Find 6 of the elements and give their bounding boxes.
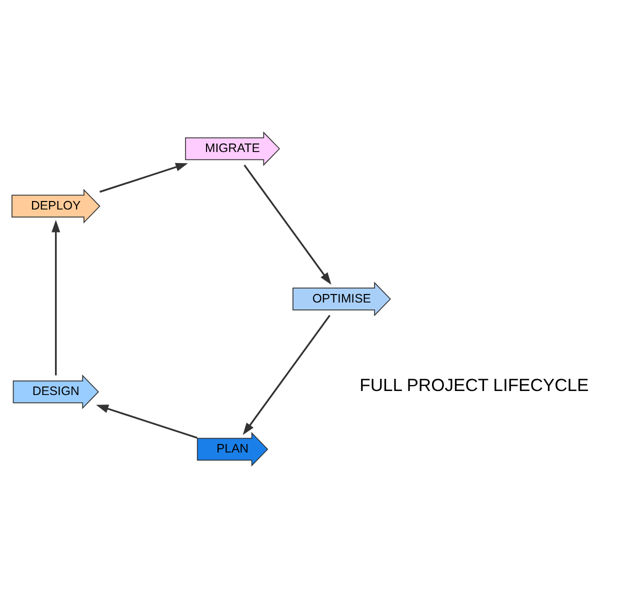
arrow	[99, 162, 188, 192]
label: FULL PROJECT LIFECYCLE	[360, 374, 589, 395]
arrow	[96, 404, 198, 438]
arrow	[242, 314, 330, 435]
arrow	[52, 219, 60, 375]
arrow	[244, 164, 332, 284]
